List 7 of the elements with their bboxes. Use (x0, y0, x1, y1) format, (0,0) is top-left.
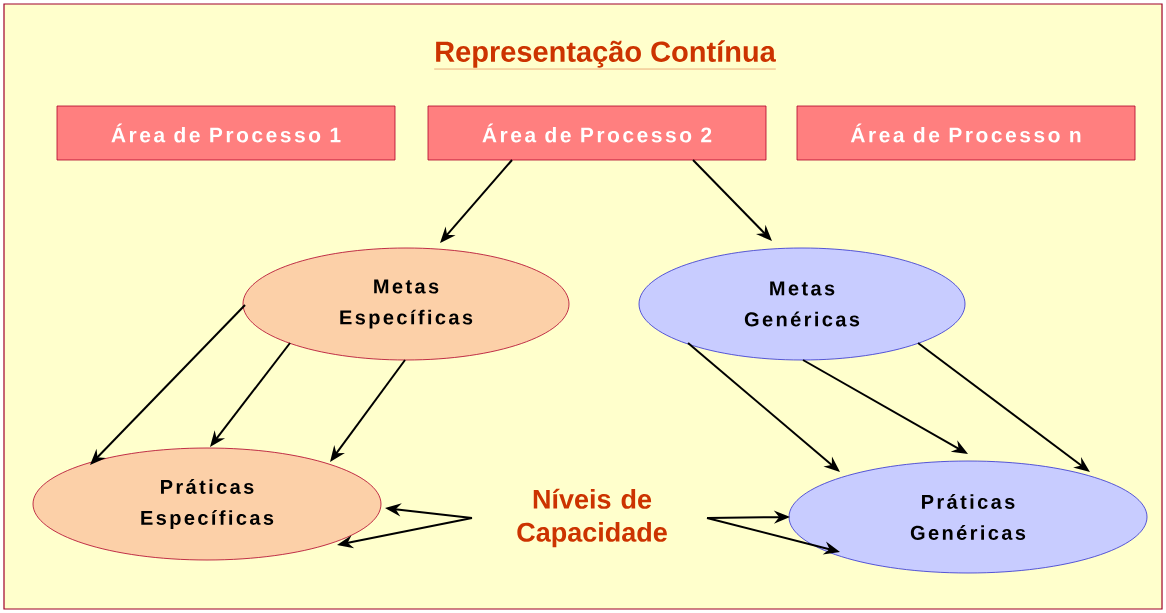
process-area-box: Área de Processo n (796, 105, 1136, 161)
title: Representação Contínua (434, 40, 777, 70)
process-area-box: Área de Processo 2 (427, 105, 767, 161)
arrow (692, 159, 772, 241)
process-area-box: Área de Processo 1 (56, 105, 396, 161)
capability-levels-label: Níveis de Capacidade (517, 488, 667, 548)
arrow (90, 304, 246, 465)
